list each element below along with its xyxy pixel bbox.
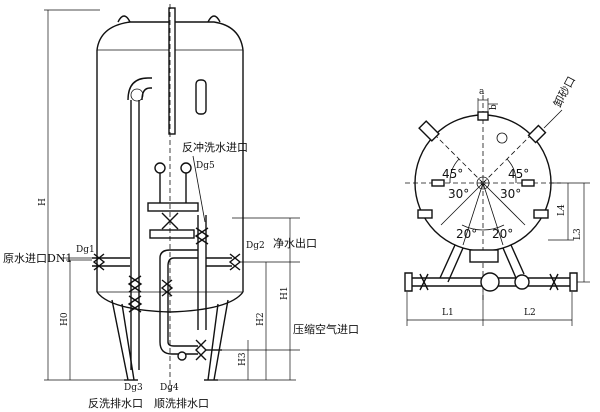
radial-30-right (482, 182, 526, 226)
backwash-manifold (147, 202, 199, 212)
plan-valve (514, 274, 530, 290)
label-backwash-drain: 反洗排水口 (88, 396, 143, 410)
arc-45-left (449, 158, 460, 184)
raw-water-valve (92, 253, 106, 271)
label-dim-H3: H3 (238, 352, 248, 366)
drain-valve-1 (127, 275, 143, 293)
bottom-pipe-right (502, 244, 525, 279)
label-angle-30-right: 30° (500, 187, 521, 201)
gauge-right (180, 162, 192, 174)
marker-lower-right (533, 209, 549, 219)
manhole-nozzle (418, 120, 440, 142)
bottom-bracket (469, 249, 499, 263)
label-dg1: Dg1 (76, 245, 95, 255)
label-dg4: Dg4 (160, 383, 179, 393)
lifting-lug-right (207, 15, 221, 23)
elbow-joint (130, 88, 144, 102)
label-dim-L1: L1 (442, 308, 454, 318)
bottom-pipe-left (439, 244, 464, 283)
air-inlet-valve (195, 339, 207, 361)
label-dg2: Dg2 (246, 241, 265, 251)
radial-30-left (440, 182, 484, 226)
label-dim-H1: H1 (280, 286, 290, 300)
forward-pipe-upper (159, 249, 198, 267)
forward-pipe-elbow (159, 341, 198, 355)
side-labels: 反冲洗水进口 Dg5 原水进口DN1 Dg1 Dg2 净水出口 压缩空气进口 D… (3, 140, 359, 410)
clean-water-valve (228, 253, 242, 271)
label-clean-outlet: 净水出口 (273, 236, 317, 250)
plan-elbow (480, 272, 500, 292)
label-dim-L4: L4 (557, 204, 567, 216)
label-backwash-inlet: 反冲洗水进口 (182, 140, 248, 154)
label-angle-20-left: 20° (456, 227, 477, 241)
label-dg5: Dg5 (196, 161, 215, 171)
top-view (404, 95, 578, 300)
marker-lower-left (417, 209, 433, 219)
arc-20-right (482, 224, 505, 231)
label-dim-H2: H2 (256, 312, 266, 326)
drain-valve-2 (127, 295, 143, 313)
sight-glass (195, 79, 207, 115)
arc-20-left (461, 224, 484, 231)
marker-right (521, 179, 535, 187)
label-dim-H0: H0 (60, 312, 70, 326)
vent-pipe (168, 7, 176, 135)
marker-left (431, 179, 445, 187)
label-angle-20-right: 20° (492, 227, 513, 241)
header-cap-right (569, 272, 578, 292)
forward-pipe-vertical (159, 258, 169, 342)
radial-45-right (482, 132, 534, 184)
sand-outlet-nozzle (527, 124, 547, 144)
backwash-drain-pipe (130, 100, 140, 370)
radial-45-left (432, 132, 484, 184)
label-forward-drain: 顺洗排水口 (154, 396, 209, 410)
label-raw-inlet: 原水进口DN1 (3, 252, 72, 265)
label-angle-45-right: 45° (508, 167, 529, 181)
plan-valve-left (419, 273, 429, 291)
label-dim-L3: L3 (573, 228, 583, 240)
label-sand-outlet: 卸砂口 (550, 74, 578, 110)
header-cap-left (404, 272, 413, 292)
riser-valve (194, 227, 210, 245)
leader-backwash (192, 155, 206, 223)
forward-valve (160, 279, 174, 297)
label-b: b (489, 104, 499, 110)
label-dim-L2: L2 (524, 308, 536, 318)
drain-cap (177, 351, 187, 361)
arc-45-right (506, 158, 517, 184)
top-nozzle (477, 111, 489, 121)
clean-water-pipe (206, 257, 232, 267)
plan-valve-right (549, 273, 559, 291)
radial-20-left (462, 182, 484, 246)
label-dg3: Dg3 (124, 383, 143, 393)
small-port (496, 132, 508, 144)
label-air-inlet: 压缩空气进口 (293, 322, 359, 336)
label-angle-30-left: 30° (448, 187, 469, 201)
label-angle-45-left: 45° (442, 167, 463, 181)
gauge-left (154, 162, 166, 174)
backwash-flange (149, 229, 195, 239)
lifting-lug-left (117, 15, 131, 23)
side-view (60, 4, 300, 392)
leg-right (207, 299, 229, 381)
label-a: a (479, 87, 485, 97)
radial-20-right (482, 182, 504, 246)
label-dim-H: H (38, 198, 48, 206)
side-dimensions (44, 9, 296, 381)
top-dimensions (406, 182, 590, 326)
leg-left (111, 299, 135, 381)
sand-outlet-leader (543, 109, 563, 129)
